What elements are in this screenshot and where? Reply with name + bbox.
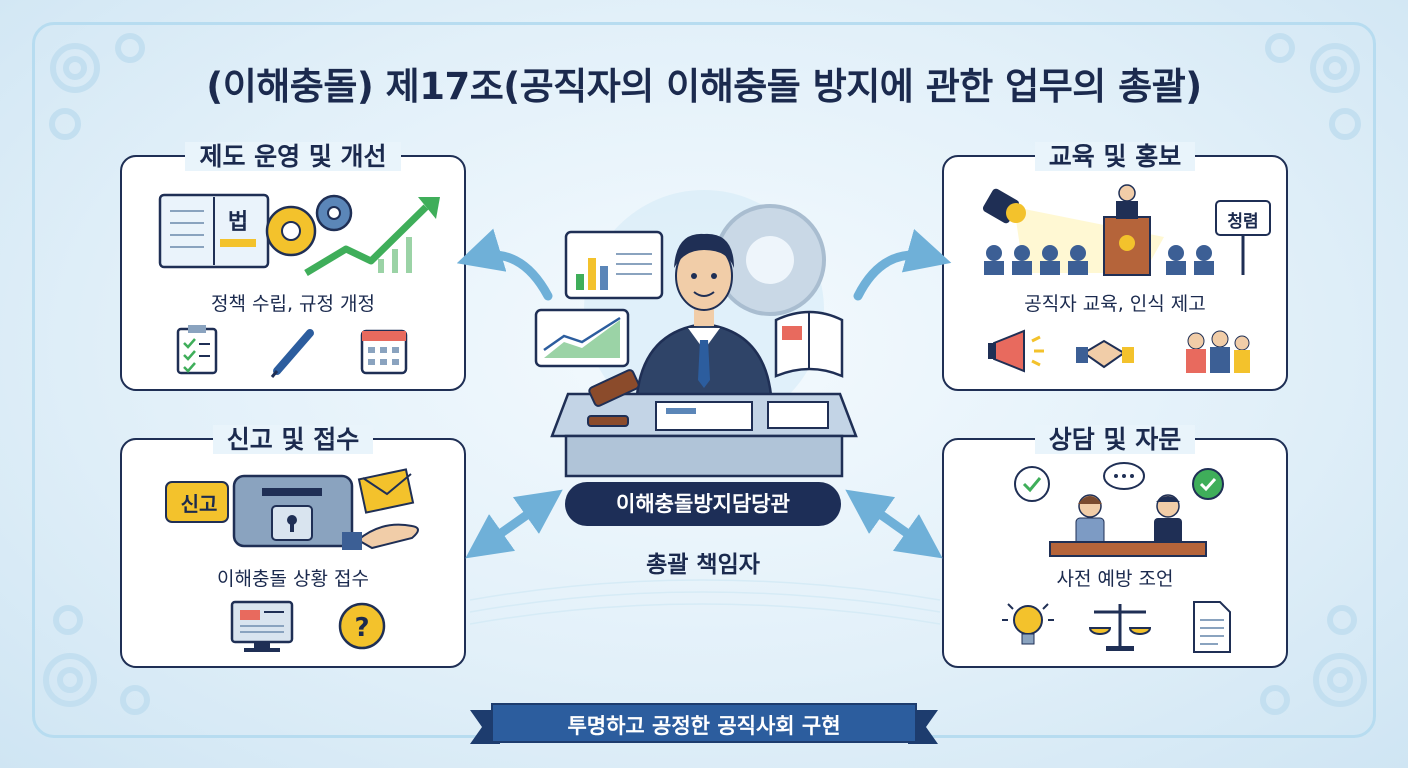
book-label: 법 xyxy=(228,210,248,235)
education-illustration xyxy=(982,184,1271,276)
panel-consulting-advice: 상담 및 자문 사전 예방 조언 xyxy=(942,425,1288,668)
open-book-icon xyxy=(774,310,844,378)
panel-text: 정책 수립, 규정 개정 xyxy=(211,293,375,315)
scale-icon xyxy=(1088,604,1152,651)
growth-arrow-icon xyxy=(304,197,440,277)
checklist-icon xyxy=(176,325,218,375)
advice-icons xyxy=(1002,601,1231,653)
panel-report-reception: 신고 및 접수 신고 이해충돌 상황 접수 ? xyxy=(120,425,466,668)
panel-title: 상담 및 자문 xyxy=(1034,425,1196,454)
sign-label: 청렴 xyxy=(1227,212,1259,232)
line-chart-icon xyxy=(534,308,630,368)
footer-ribbon: 투명하고 공정한 공직사회 구현 xyxy=(470,700,938,750)
promotion-icons xyxy=(988,329,1250,373)
officer-badge: 이해충돌방지담당관 xyxy=(565,482,841,526)
consulting-illustration xyxy=(1014,462,1224,557)
arrow-top-left xyxy=(456,228,553,301)
arrow-bottom-left xyxy=(465,489,563,559)
check-bubble-icon xyxy=(1014,466,1050,502)
page-title: (이해충돌) 제17조(공직자의 이해충돌 방지에 관한 업무의 총괄) xyxy=(206,65,1202,108)
reception-icons: ? xyxy=(230,600,386,652)
pen-icon xyxy=(270,329,314,378)
calendar-icon xyxy=(360,329,408,375)
hand-icon xyxy=(342,523,419,550)
officer-icon xyxy=(634,233,774,416)
gavel-icon xyxy=(587,369,640,427)
panel-title: 제도 운영 및 개선 xyxy=(185,142,401,171)
chat-bubble-icon xyxy=(1103,462,1145,490)
arrow-top-right xyxy=(853,229,952,301)
report-sign-label: 신고 xyxy=(180,492,218,516)
spotlight-icon xyxy=(982,188,1026,224)
arrow-bottom-right xyxy=(845,489,943,559)
document-icon xyxy=(1193,601,1231,653)
ribbon-text: 투명하고 공정한 공직사회 구현 xyxy=(567,714,841,738)
question-icon: ? xyxy=(338,602,386,650)
audience-icon xyxy=(984,245,1214,275)
handshake-icon xyxy=(1076,339,1134,369)
panel-text: 사전 예방 조언 xyxy=(1056,568,1174,590)
panel-text: 공직자 교육, 인식 제고 xyxy=(1024,293,1206,315)
lightbulb-icon xyxy=(1002,603,1054,645)
svg-text:?: ? xyxy=(354,613,369,643)
mailbox-icon xyxy=(232,474,354,548)
officer-role: 총괄 책임자 xyxy=(646,552,760,578)
panel-title: 신고 및 접수 xyxy=(212,425,374,454)
podium-icon xyxy=(1103,184,1151,276)
report-illustration xyxy=(165,468,419,550)
bar-chart-icon xyxy=(564,230,664,300)
policy-illustration: 법 xyxy=(158,193,440,277)
megaphone-icon xyxy=(988,329,1044,373)
gear-icon xyxy=(265,194,353,257)
central-officer-illustration xyxy=(534,190,858,478)
people-icon xyxy=(1186,330,1250,373)
computer-icon xyxy=(230,600,294,652)
envelope-icon xyxy=(357,468,415,514)
panel-system-operation: 제도 운영 및 개선 법 정책 수립, 규정 개정 xyxy=(120,142,466,391)
task-icons xyxy=(176,325,408,378)
panel-education-promotion: 교육 및 홍보 청렴 공직자 교육, 인식 제고 xyxy=(942,142,1288,391)
gear-icon xyxy=(714,204,826,316)
panel-title: 교육 및 홍보 xyxy=(1034,142,1196,171)
consultants-icon xyxy=(1049,494,1207,557)
panel-text: 이해충돌 상황 접수 xyxy=(217,568,369,590)
check-bubble-icon xyxy=(1192,468,1224,500)
report-sign xyxy=(165,481,229,523)
